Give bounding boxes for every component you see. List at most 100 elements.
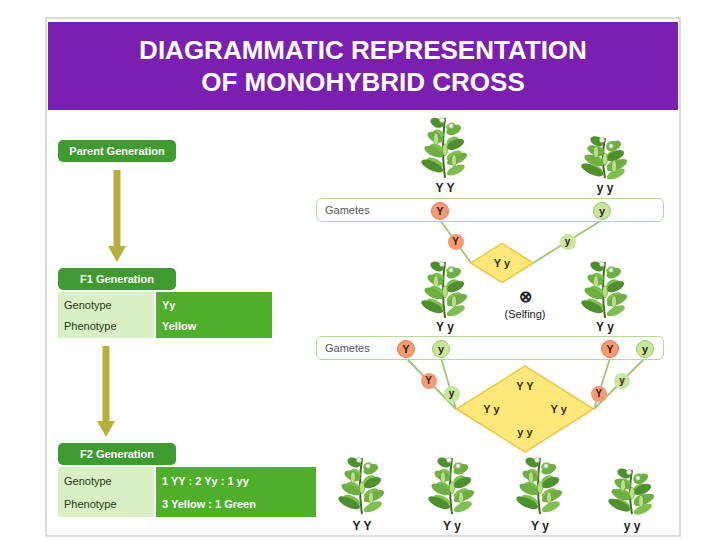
plant-leaf [586,272,605,287]
plant-leaf [540,462,558,477]
node-text: Genotype [64,475,148,487]
node-text: Y [402,343,409,355]
plant-leaf [580,161,605,179]
plant-leaf [589,259,605,273]
pea-pod [639,495,644,507]
diamond-outline [471,243,534,282]
plant-leaf [340,481,362,498]
pea-pod [351,472,356,484]
genotype-label: Y y [531,519,549,533]
pea-pod [443,286,448,298]
node-text: Genotype [64,299,148,311]
gamete-circle: Y [601,340,619,358]
plant-leaf [346,455,362,469]
node-text: y y [517,426,532,438]
gamete-circle: Y [431,202,449,220]
pea-plant [607,466,656,516]
pea-pod [434,276,439,288]
plant-leaf [427,494,452,512]
pea-pod [369,492,374,504]
node-text: y [599,205,605,217]
plant-flower [456,464,460,468]
attribute-box: GenotypePhenotype [58,292,154,338]
plant-leaf [605,266,623,281]
plant-leaf [445,266,463,281]
generation-header: F1 Generation [58,268,176,290]
plant-flower [366,464,370,468]
node-text: F2 Generation [80,448,154,460]
plant-leaf [426,129,445,144]
genotype-label: y y [624,519,641,533]
gametes-band: Yy Yy Gametes [316,336,664,360]
generation-arrow [114,170,121,246]
plant-leaf [452,475,473,491]
plant-leaf [362,462,380,477]
pea-pod [452,296,457,308]
panel-frame [46,18,680,536]
generation-header: Parent Generation [58,140,176,162]
gamete-circle: y [593,202,611,220]
plant-flower [636,476,640,480]
plant-leaf [429,259,445,273]
diamond-shape [455,365,595,453]
node-text: Y Y [516,380,533,392]
pea-plant [337,455,386,514]
plant-leaf [580,298,605,316]
gametes-band: YyGametes [316,198,664,222]
node-text: y [438,343,444,355]
pea-pod [452,155,457,167]
plant-leaf [429,116,445,130]
generation-arrow [103,346,110,421]
node-text: F1 Generation [80,273,154,285]
genotype-label: Y y [596,320,614,334]
attribute-box: GenotypePhenotype [58,467,154,517]
node-text: Yy [162,299,266,311]
gamete-circle: y [432,340,450,358]
node-text: Yellow [162,320,266,332]
plant-leaf [445,279,466,295]
plant-leaf [515,494,540,512]
pea-pod [547,492,552,504]
pea-pod [594,146,599,158]
pea-pod [459,492,464,504]
plant-flower [600,262,605,267]
diamond-outline [456,366,593,452]
plant-leaf [605,279,626,295]
value-box: 1 YY : 2 Yy : 1 yy3 Yellow : 1 Green [156,467,316,517]
genotype-label: y y [597,181,614,195]
zygote-diamond: Y y [470,243,534,283]
pea-pod [443,144,448,156]
value-box: YyYellow [156,292,272,338]
plant-leaf [583,285,605,302]
gamete-line [440,220,471,263]
plant-flower [440,262,445,267]
plant-leaf [445,150,469,167]
plant-flower [600,138,605,143]
node-text: Y y [550,403,566,415]
plant-leaf [420,157,445,175]
plant-leaf [420,298,445,316]
pea-pod [538,482,543,494]
pea-pod [612,296,617,308]
plant-flower [449,124,453,128]
pea-pod [594,276,599,288]
pea-pod [630,487,635,499]
pea-pod [603,286,608,298]
plant-leaf [343,468,362,483]
genotype-label: Y y [436,320,454,334]
gamete-label: Y [591,386,607,402]
plant-leaf [436,455,452,469]
node-text: Gametes [325,342,370,354]
pea-plant [427,455,476,514]
node-text: y [642,343,648,355]
gamete-line [594,358,645,409]
plant-leaf [521,468,540,483]
plant-leaf [445,136,466,152]
plant-leaf [362,475,383,491]
gamete-label: y [444,386,460,402]
gamete-label: Y [448,234,464,250]
plant-leaf [445,123,463,138]
node-text: Y y [483,403,499,415]
genotype-label: (Selfing) [505,308,546,320]
